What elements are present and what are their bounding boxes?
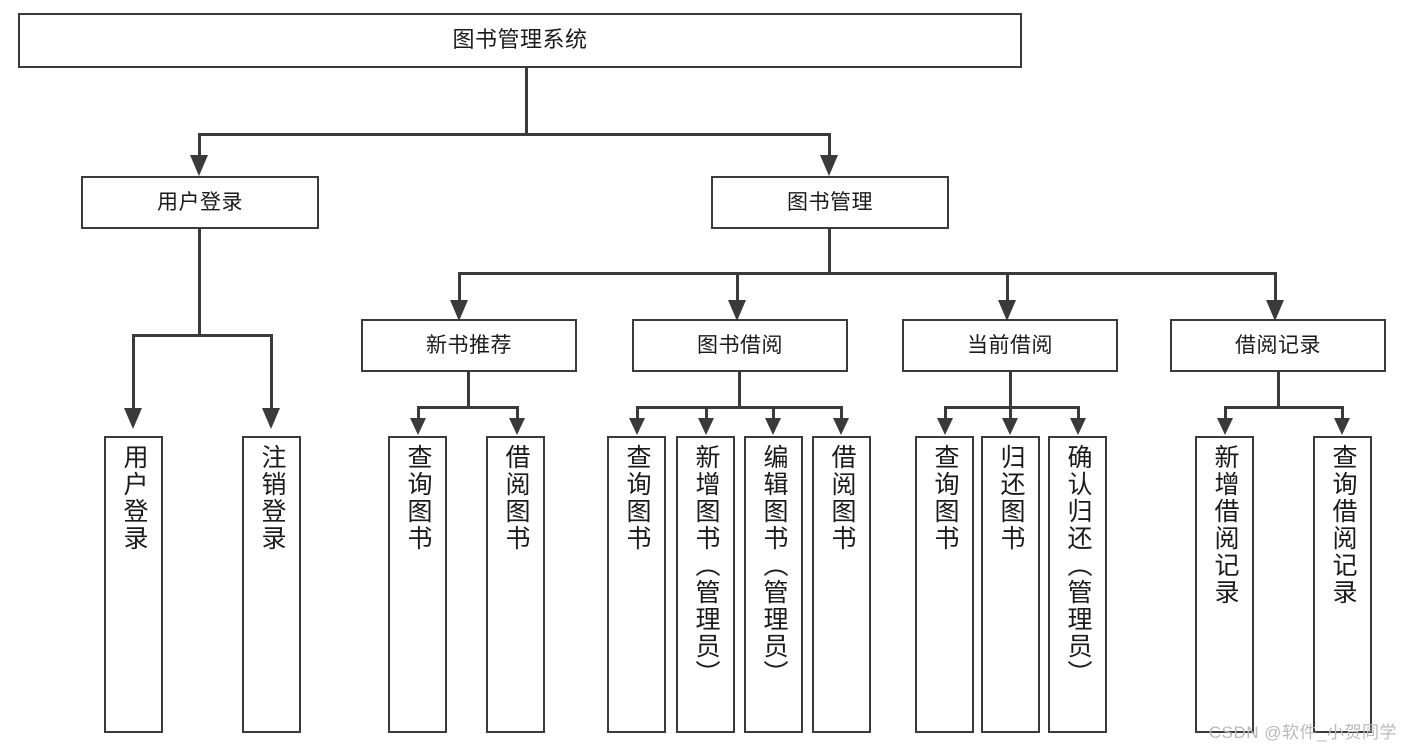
- arrowhead-leaf-logout: [262, 408, 280, 429]
- node-book-borrow[interactable]: 图书借阅: [632, 319, 848, 372]
- connector-br-drop-2: [1341, 406, 1344, 420]
- arrowhead-leaf-edit-book: [765, 418, 781, 435]
- arrowhead-leaf-add-record: [1217, 418, 1233, 435]
- leaf-query-book-borrow[interactable]: 查询图书: [607, 436, 666, 733]
- connector-new-book-bar: [417, 406, 519, 409]
- node-root-book-management-system[interactable]: 图书管理系统: [18, 13, 1022, 68]
- connector-cb-drop-2: [1009, 406, 1012, 420]
- leaf-query-borrow-record[interactable]: 查询借阅记录: [1313, 436, 1372, 733]
- arrowhead-leaf-query-book-1: [410, 418, 426, 435]
- leaf-add-borrow-record[interactable]: 新增借阅记录: [1195, 436, 1254, 733]
- arrowhead-leaf-confirm-return: [1070, 418, 1086, 435]
- connector-bm-to-book-borrow: [736, 272, 739, 302]
- node-label: 查询图书: [623, 444, 651, 552]
- connector-bm-to-current-borrow: [1006, 272, 1009, 302]
- node-label: 查询图书: [931, 444, 959, 552]
- connector-bb-drop-1: [636, 406, 639, 420]
- connector-user-login-bar: [132, 334, 272, 337]
- leaf-add-book-admin[interactable]: 新增图书（管理员）: [676, 436, 735, 733]
- node-book-management[interactable]: 图书管理: [711, 176, 949, 229]
- connector-bb-drop-4: [840, 406, 843, 420]
- connector-root-bar: [198, 133, 830, 136]
- node-label: 新增图书（管理员）: [692, 444, 720, 687]
- arrowhead-leaf-query-book-2: [629, 418, 645, 435]
- leaf-logout[interactable]: 注销登录: [242, 436, 301, 733]
- arrowhead-book-management: [820, 155, 838, 176]
- node-label: 借阅图书: [502, 444, 530, 552]
- node-user-login[interactable]: 用户登录: [81, 176, 319, 229]
- arrowhead-leaf-borrow-book-1: [509, 418, 525, 435]
- connector-cb-drop-3: [1077, 406, 1080, 420]
- connector-cb-drop-1: [944, 406, 947, 420]
- arrowhead-user-login: [190, 155, 208, 176]
- leaf-query-book-recommend[interactable]: 查询图书: [388, 436, 447, 733]
- node-label: 用户登录: [120, 444, 148, 552]
- connector-new-book-stem: [467, 372, 470, 409]
- node-label: 查询图书: [404, 444, 432, 552]
- node-label: 归还图书: [997, 444, 1025, 552]
- arrowhead-leaf-borrow-book-2: [833, 418, 849, 435]
- connector-nb-drop-2: [516, 406, 519, 420]
- node-label: 注销登录: [258, 444, 286, 552]
- connector-user-login-right-drop: [270, 334, 273, 410]
- leaf-edit-book-admin[interactable]: 编辑图书（管理员）: [744, 436, 803, 733]
- leaf-borrow-book-borrow[interactable]: 借阅图书: [812, 436, 871, 733]
- connector-borrow-records-bar: [1224, 406, 1343, 409]
- connector-nb-drop-1: [417, 406, 420, 420]
- connector-bm-to-new-book: [458, 272, 461, 302]
- arrowhead-leaf-user-login: [124, 408, 142, 429]
- node-label: 新增借阅记录: [1211, 444, 1239, 606]
- connector-user-login-stem: [198, 229, 201, 336]
- connector-user-login-left-drop: [132, 334, 135, 410]
- connector-borrow-records-stem: [1277, 372, 1280, 409]
- arrowhead-leaf-query-book-3: [937, 418, 953, 435]
- node-current-borrow[interactable]: 当前借阅: [902, 319, 1118, 372]
- node-label: 查询借阅记录: [1329, 444, 1357, 606]
- arrowhead-new-book-recommend: [450, 300, 468, 321]
- node-label: 图书管理系统: [452, 27, 588, 53]
- arrowhead-book-borrow: [728, 300, 746, 321]
- node-label: 新书推荐: [426, 333, 512, 357]
- arrowhead-current-borrow: [998, 300, 1016, 321]
- connector-bm-to-borrow-records: [1274, 272, 1277, 302]
- node-label: 借阅图书: [828, 444, 856, 552]
- node-label: 确认归还（管理员）: [1064, 444, 1092, 687]
- connector-current-borrow-stem: [1009, 372, 1012, 409]
- node-label: 图书管理: [787, 190, 873, 214]
- leaf-confirm-return-admin[interactable]: 确认归还（管理员）: [1048, 436, 1107, 733]
- connector-bb-drop-2: [705, 406, 708, 420]
- connector-root-stem: [525, 68, 528, 134]
- arrowhead-borrow-records: [1266, 300, 1284, 321]
- node-label: 图书借阅: [697, 333, 783, 357]
- leaf-return-book[interactable]: 归还图书: [981, 436, 1040, 733]
- leaf-borrow-book-recommend[interactable]: 借阅图书: [486, 436, 545, 733]
- node-label: 编辑图书（管理员）: [760, 444, 788, 687]
- leaf-user-login[interactable]: 用户登录: [104, 436, 163, 733]
- node-label: 借阅记录: [1235, 333, 1321, 357]
- arrowhead-leaf-query-record: [1334, 418, 1350, 435]
- connector-book-borrow-bar: [636, 406, 842, 409]
- node-borrow-records[interactable]: 借阅记录: [1170, 319, 1386, 372]
- connector-book-borrow-stem: [738, 372, 741, 409]
- connector-book-management-bar: [458, 272, 1274, 275]
- connector-bb-drop-3: [772, 406, 775, 420]
- arrowhead-leaf-return-book: [1002, 418, 1018, 435]
- connector-root-to-book-management: [828, 133, 831, 158]
- connector-br-drop-1: [1224, 406, 1227, 420]
- csdn-watermark: CSDN @软件_小贺同学: [1208, 723, 1397, 742]
- node-label: 用户登录: [157, 190, 243, 214]
- node-new-book-recommend[interactable]: 新书推荐: [361, 319, 577, 372]
- connector-book-management-stem: [828, 229, 831, 274]
- leaf-query-book-current[interactable]: 查询图书: [915, 436, 974, 733]
- arrowhead-leaf-add-book: [698, 418, 714, 435]
- node-label: 当前借阅: [967, 333, 1053, 357]
- connector-root-to-user-login: [198, 133, 201, 158]
